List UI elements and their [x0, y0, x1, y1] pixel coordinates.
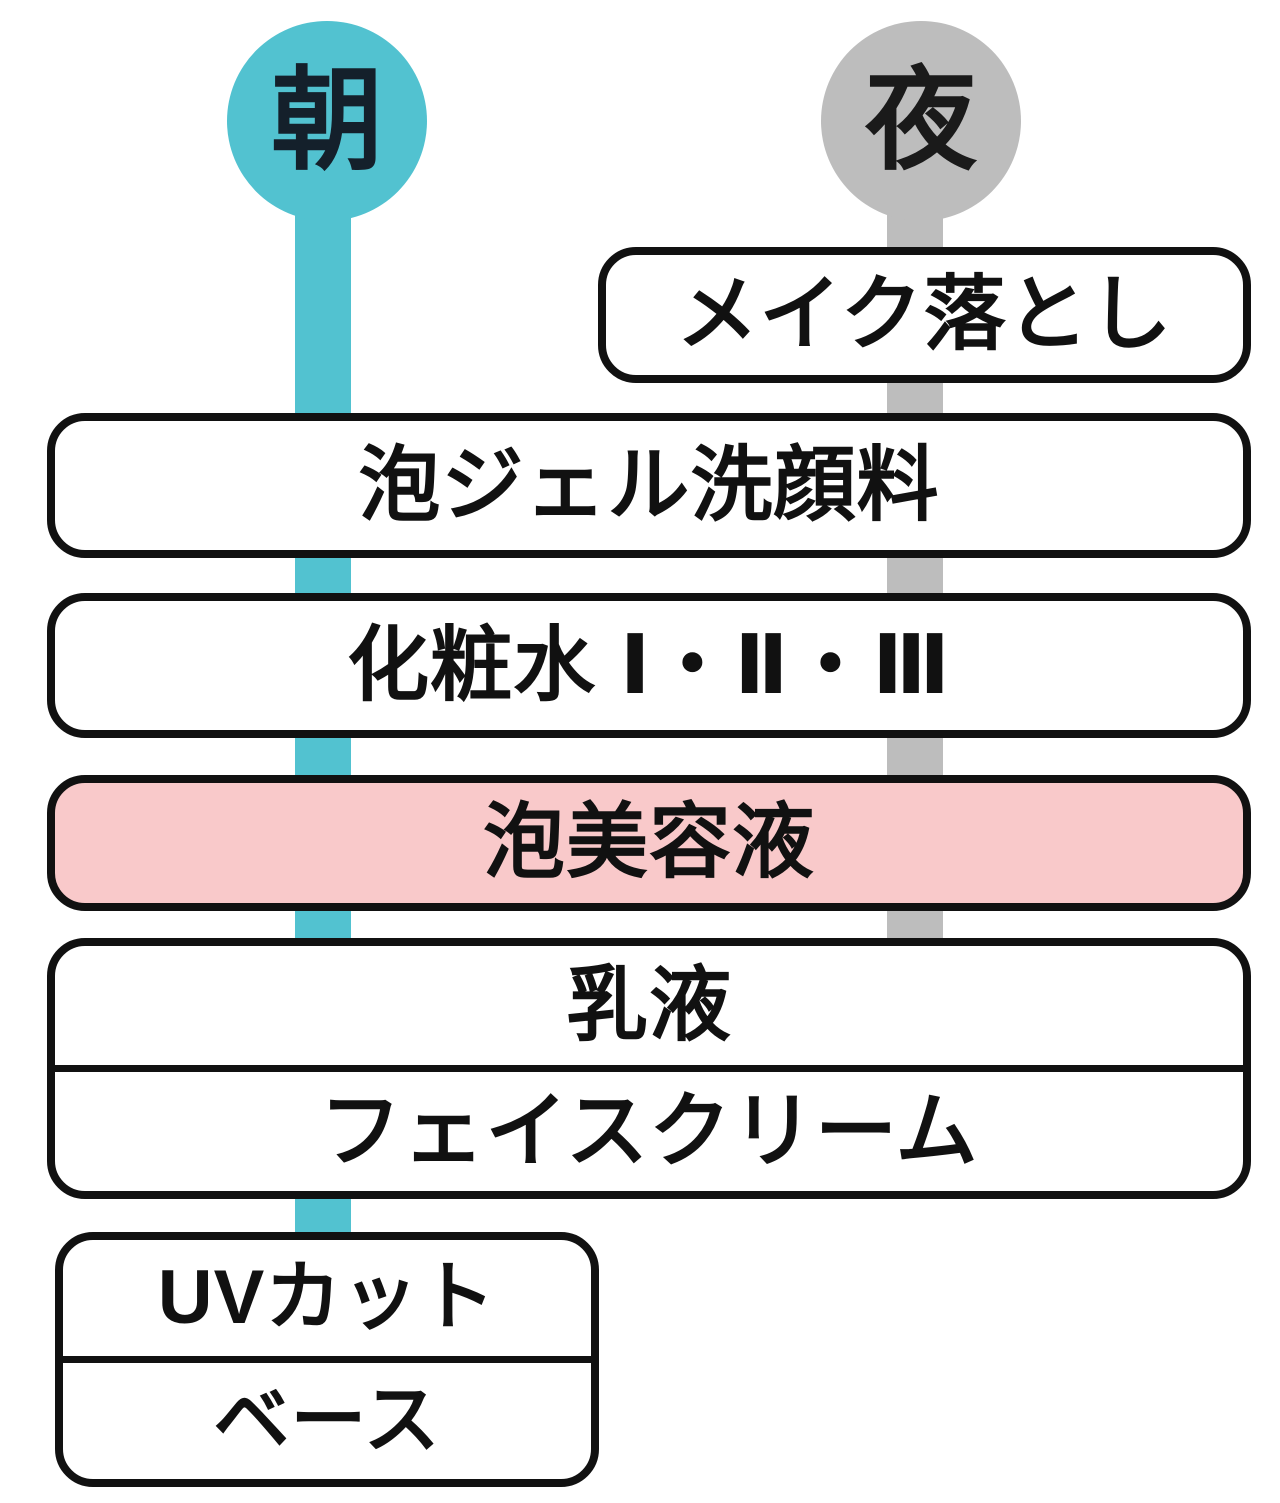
step-foam-serum-label: 泡美容液 [482, 797, 815, 888]
step-uv-cut-label: UVカット [157, 1255, 497, 1340]
step-milky-lotion: 乳液 [55, 946, 1243, 1065]
step-face-cream-label: フェイスクリーム [319, 1085, 979, 1177]
step-makeup-remover: メイク落とし [598, 247, 1251, 383]
step-base: ベース [63, 1356, 591, 1479]
step-milk-and-face-cream: 乳液 フェイスクリーム [47, 938, 1251, 1199]
step-uv-cut-base: UVカット ベース [55, 1232, 599, 1487]
morning-track-badge: 朝 [227, 21, 427, 221]
step-base-label: ベース [213, 1378, 441, 1463]
step-makeup-remover-label: メイク落とし [676, 269, 1173, 360]
step-lotion-label: 化粧水 Ⅰ・Ⅱ・Ⅲ [347, 619, 951, 711]
night-track-label: 夜 [865, 58, 977, 183]
step-uv-cut: UVカット [63, 1240, 591, 1356]
step-milky-lotion-label: 乳液 [565, 959, 732, 1051]
morning-track-label: 朝 [271, 58, 383, 183]
step-foam-serum-highlighted: 泡美容液 [47, 775, 1251, 911]
step-foam-gel-cleanser: 泡ジェル洗顔料 [47, 413, 1251, 558]
night-track-badge: 夜 [821, 21, 1021, 221]
step-face-cream: フェイスクリーム [55, 1065, 1243, 1191]
step-lotion: 化粧水 Ⅰ・Ⅱ・Ⅲ [47, 593, 1251, 738]
step-foam-gel-cleanser-label: 泡ジェル洗顔料 [358, 439, 940, 531]
